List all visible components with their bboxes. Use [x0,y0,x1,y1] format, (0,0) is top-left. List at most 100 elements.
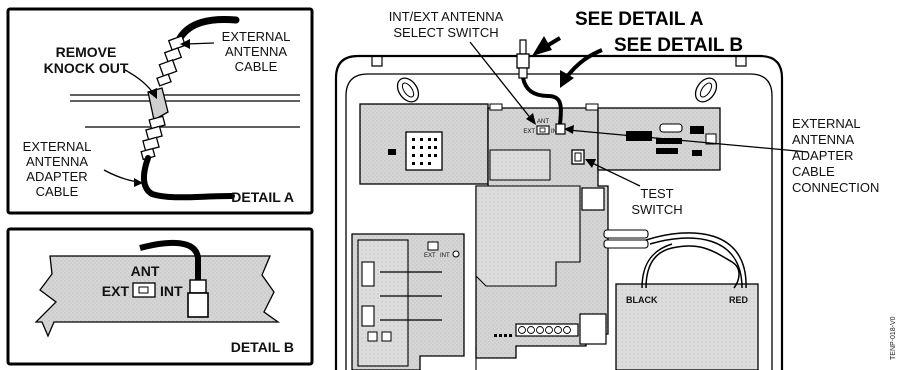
battery-lead-red [645,232,747,289]
see-detail-b-arrow-shaft [564,48,603,80]
mounting-slot-left-inner [401,82,415,98]
detail-b-switch-slider [138,286,149,294]
board-component [581,187,605,211]
adapter-cable-label-line1: EXTERNAL [23,139,92,154]
radio-module-chip [405,131,443,171]
remove-knockout-label-line1: REMOVE [56,44,117,60]
detail-b-ant-label: ANT [131,263,160,279]
figure-code: TENP-018-V0 [890,316,897,360]
battery-lead-red-inner [649,237,743,289]
external-antenna-cable-label-line3: CABLE [235,59,278,74]
select-switch-label-line1: INT/EXT ANTENNA [389,9,504,24]
adapter-connection-arrowhead [564,125,574,134]
tray-button-1 [367,331,378,342]
detail-b-board-section [34,255,281,338]
adapter-connection-label-line1: EXTERNAL [792,116,861,131]
battery-connector-2 [603,239,649,249]
test-switch-leader-line [589,161,641,187]
adapter-cable-label-line3: ADAPTER [26,169,87,184]
adapter-connection-label-line5: CONNECTION [792,180,879,195]
connector-pins [494,334,512,337]
board-shield-top [489,149,551,181]
radio-module-chip-pins [412,138,437,165]
adapter-cable-label-line2: ANTENNA [26,154,88,169]
adapter-connection-label-line4: CABLE [792,164,835,179]
tray-indicator [427,241,439,251]
board-select-switch-slider[interactable] [539,127,546,133]
adapter-cable-connector [140,115,166,161]
cable-leader-line [185,42,215,45]
board-corner-component [579,313,607,345]
board-ant-label: ANT [537,119,549,125]
enclosure-tab-left [371,56,383,67]
detail-a-panel: REMOVE KNOCK OUT EXTERNAL ANTENNA CABLE … [6,7,314,215]
cable-arrowhead [180,39,190,49]
select-switch-arrowhead [526,113,536,125]
battery-connector-1 [603,229,649,239]
external-antenna-cable [176,16,240,42]
antenna-connector-nut [516,53,530,69]
aux-chip-3 [656,148,678,154]
detail-b-int-connector-plug [187,292,209,318]
tray-ext-label: EXT [424,253,436,259]
backup-battery [615,283,759,370]
aux-chip-4 [690,126,704,134]
adapter-connection-label-line2: ANTENNA [792,132,854,147]
tray-latch-lower [361,305,375,327]
adapter-arrowhead [134,178,143,187]
see-detail-b-arrowhead [560,70,574,88]
adapter-cable-label-line4: CABLE [36,184,79,199]
test-switch-button[interactable] [574,152,582,162]
battery-red-label: RED [729,295,749,305]
battery-lead-black [645,245,740,289]
mounting-slot-right-inner [699,82,713,98]
main-callouts: INT/EXT ANTENNA SELECT SWITCH SEE DETAIL… [389,9,880,217]
enclosure-inner-wall [345,73,773,370]
detail-b-title: DETAIL B [231,339,294,355]
detail-a-title: DETAIL A [231,189,294,205]
external-antenna-cable-label-line2: ANTENNA [225,44,287,59]
external-antenna-adapter-cable [140,155,235,201]
adapter-connection-label-line3: ADAPTER [792,148,853,163]
see-detail-b-label: SEE DETAIL B [614,35,743,56]
battery-lead-black-inner [641,243,673,289]
tray-slots [380,271,442,321]
knock-out-tab [147,87,169,122]
radio-module-component [388,149,396,155]
remove-knockout-label-line2: KNOCK OUT [44,60,129,76]
knockout-arrowhead [148,88,157,99]
main-enclosure: ANT EXT INT BLACK RED EXT I [334,39,784,370]
external-cable-connector [156,35,187,87]
aux-chip-5 [692,150,702,156]
detail-b-ext-label: EXT [102,283,130,299]
board-header-right [585,103,599,111]
see-detail-a-label: SEE DETAIL A [575,9,704,30]
board-header-left [489,103,503,111]
tray-button-2 [381,331,392,342]
tray-latch-upper [361,261,375,287]
test-switch-label-line1: TEST [640,186,673,201]
antenna-connector-body [518,67,528,79]
test-switch-arrowhead [585,159,596,168]
see-detail-a-arrowhead [532,36,552,56]
tray-housing [357,239,409,367]
detail-b-int-label: INT [160,283,183,299]
select-switch-leader-line [469,41,533,121]
antenna-connector-tip [519,39,527,55]
main-int-connector [555,123,566,135]
aux-connector [705,133,717,145]
detail-b-int-connector-top [189,279,207,294]
aux-chip-2 [656,138,682,144]
select-switch-label-line2: SELECT SWITCH [393,25,498,40]
tray-led [452,250,460,258]
tray-int-label: INT [440,253,450,259]
detail-b-adapter-cable [139,239,201,280]
test-switch-label-line2: SWITCH [631,202,682,217]
terminal-screws [518,326,571,334]
board-ext-label: EXT [523,129,535,135]
main-adapter-cable [521,77,563,125]
detail-b-panel: ANT EXT INT DETAIL B [6,227,314,366]
board-shield-can [475,185,581,287]
battery-black-label: BLACK [626,295,658,305]
